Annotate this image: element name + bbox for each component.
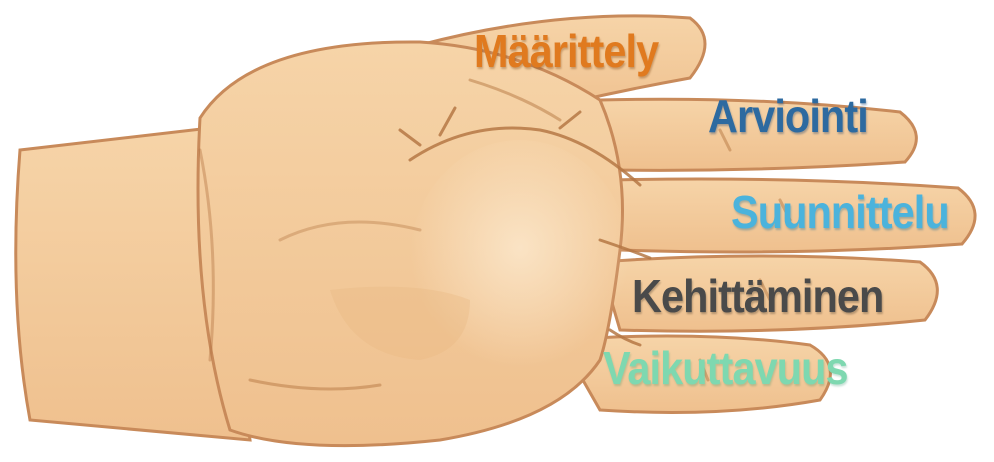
finger-label-vaikuttavuus: Vaikuttavuus xyxy=(603,345,848,391)
finger-label-suunnittelu: Suunnittelu xyxy=(731,189,949,235)
finger-label-arviointi: Arviointi xyxy=(708,93,868,139)
finger-label-kehittaminen: Kehittäminen xyxy=(632,273,883,319)
finger-label-maarittely: Määrittely xyxy=(474,28,658,74)
